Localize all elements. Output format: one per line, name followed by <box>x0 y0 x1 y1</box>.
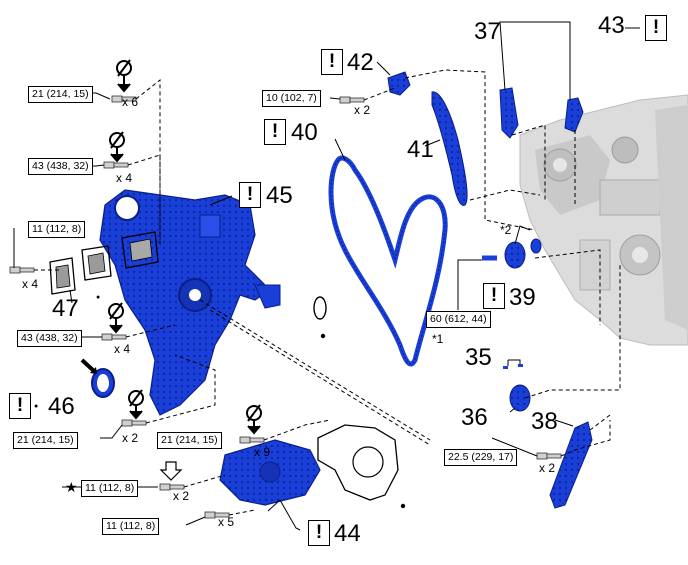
torque-spec: 43 (438, 32) <box>17 330 82 347</box>
callout-38: 38 <box>531 408 558 435</box>
quantity-label: x 2 <box>122 431 139 445</box>
chain-guide-41 <box>431 91 468 206</box>
quantity-label: x 4 <box>114 342 131 356</box>
quantity-label: x 2 <box>173 489 190 503</box>
callout-39: 39 <box>509 284 536 311</box>
torque-spec: 11 (112, 8) <box>28 221 86 238</box>
leader-lines <box>13 21 640 531</box>
callout-41: 41 <box>407 136 434 163</box>
quantity-label: x 2 <box>539 461 556 475</box>
caution-icon: ! <box>264 119 286 145</box>
torque-spec: 21 (214, 15) <box>157 432 222 449</box>
caution-icon: ! <box>645 15 667 41</box>
note-marker: *2 <box>500 223 512 237</box>
quantity-label: x 2 <box>354 103 371 117</box>
callout-45: 45 <box>266 182 293 209</box>
non-reusable-dot: ● <box>34 403 39 410</box>
key-35-b <box>518 364 523 367</box>
callout-43: 43 <box>598 12 625 39</box>
callout-35: 35 <box>465 344 492 371</box>
callout-40: 40 <box>291 119 318 146</box>
torque-spec: 60 (612, 44) <box>426 311 491 328</box>
torque-spec: 10 (102, 7) <box>262 90 321 107</box>
caution-icon: ! <box>483 283 505 309</box>
caution-icon: ! <box>321 49 343 75</box>
note-marker: *1 <box>432 332 444 346</box>
callout-42: 42 <box>347 49 374 76</box>
torque-spec: 21 (214, 15) <box>13 432 78 449</box>
callout-37: 37 <box>474 18 501 45</box>
torque-spec: 43 (438, 32) <box>28 158 93 175</box>
oil-seal-46 <box>80 358 115 398</box>
star-icon: ★ <box>65 479 78 495</box>
washer-39 <box>530 238 542 254</box>
quantity-label: x 9 <box>254 445 271 459</box>
engine-block <box>519 94 688 346</box>
callout-46: 46 <box>48 393 75 420</box>
quantity-label: x 5 <box>218 515 235 529</box>
o-ring <box>313 296 327 320</box>
quantity-label: x 6 <box>122 95 139 109</box>
tighten-order-symbols <box>108 59 262 435</box>
caution-icon: ! <box>239 182 261 208</box>
sprocket-36 <box>509 384 531 412</box>
quantity-label: x 4 <box>22 277 39 291</box>
torque-spec: 22.5 (229, 17) <box>444 449 518 466</box>
non-reusable-dot <box>320 333 326 339</box>
caution-icon: ! <box>9 393 31 419</box>
gasket-47 <box>49 231 159 295</box>
timing-chain-40 <box>328 155 448 367</box>
tensioner-42 <box>387 71 411 96</box>
torque-spec: 11 (112, 8) <box>102 518 160 535</box>
non-reusable-dot: ● <box>96 294 101 301</box>
hollow-arrow-icon <box>159 461 183 481</box>
sprocket-39 <box>504 241 526 269</box>
caution-icon: ! <box>308 520 330 546</box>
guide-37-a <box>499 87 519 139</box>
torque-spec: 21 (214, 15) <box>28 86 93 103</box>
guide-37-b <box>564 97 584 133</box>
water-pump-gasket <box>317 424 399 501</box>
callout-36: 36 <box>461 404 488 431</box>
torque-spec: 11 (112, 8) <box>81 480 139 497</box>
water-pump-44 <box>219 439 321 506</box>
timing-chain-cover <box>99 189 281 416</box>
quantity-label: x 4 <box>116 171 133 185</box>
chain-guide-38 <box>549 421 593 509</box>
key-35-a <box>503 366 508 369</box>
non-reusable-dot <box>400 503 406 509</box>
callout-44: 44 <box>334 520 361 547</box>
callout-47: 47 <box>52 295 79 322</box>
